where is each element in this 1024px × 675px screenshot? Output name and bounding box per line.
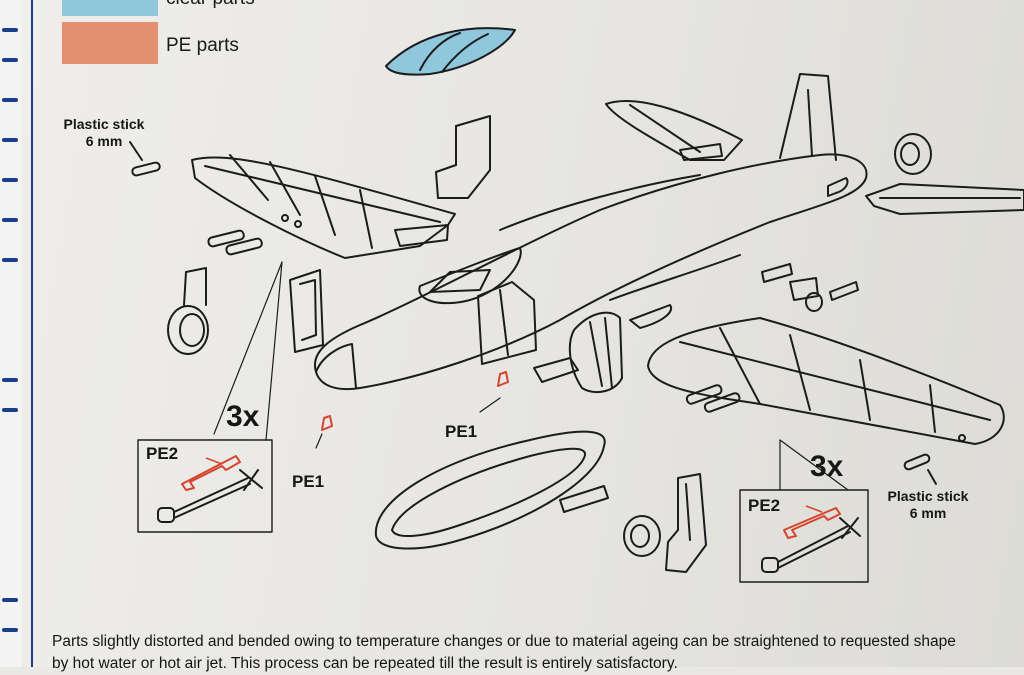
callout-box-right bbox=[739, 489, 869, 583]
legend-swatch-pe bbox=[62, 22, 158, 64]
gun-barrels-left bbox=[207, 229, 263, 256]
pe2-bracket-left bbox=[181, 455, 241, 491]
plastic-stick-left-line1: Plastic stick bbox=[63, 116, 145, 132]
gear-door-left bbox=[289, 269, 324, 353]
left-wing-part bbox=[191, 154, 456, 259]
stabilizer-right-part bbox=[865, 183, 1024, 215]
plastic-stick-left bbox=[129, 141, 161, 177]
landing-gear-right bbox=[665, 473, 707, 573]
plastic-stick-right-line2: 6 mm bbox=[909, 505, 947, 521]
pe-parts bbox=[181, 371, 841, 539]
rocket-right bbox=[761, 517, 861, 573]
callout-box-left bbox=[137, 439, 273, 533]
belly-scoop-part bbox=[374, 430, 606, 550]
count-label-left: 3x bbox=[226, 400, 260, 433]
seat-part bbox=[435, 115, 491, 199]
pe2-label-left: PE2 bbox=[146, 444, 179, 463]
pe2-bracket-right bbox=[783, 507, 841, 539]
plastic-stick-label-left: Plastic stick 6 mm bbox=[58, 116, 150, 150]
plastic-stick-left-line2: 6 mm bbox=[85, 133, 123, 149]
plastic-stick-right bbox=[903, 453, 937, 485]
gear-bracket-center bbox=[789, 277, 823, 312]
cockpit-panel bbox=[477, 281, 537, 365]
legend-label-pe: PE parts bbox=[166, 35, 239, 56]
right-wing-part bbox=[647, 317, 1005, 445]
fuselage-part bbox=[313, 153, 868, 391]
count-label-right: 3x bbox=[810, 450, 844, 483]
footer-line-1: Parts slightly distorted and bended owin… bbox=[52, 633, 956, 650]
small-blocks bbox=[533, 263, 859, 513]
pe2-label-right: PE2 bbox=[748, 496, 781, 515]
plastic-stick-label-right: Plastic stick 6 mm bbox=[880, 488, 976, 522]
leader-lines bbox=[213, 261, 849, 491]
legend-label-clear: clear parts bbox=[166, 0, 255, 10]
canopy-part bbox=[385, 27, 516, 76]
intake-part bbox=[568, 311, 623, 394]
wheel-small-part bbox=[623, 515, 661, 557]
landing-gear-left bbox=[167, 267, 209, 355]
stabilizer-top-part bbox=[605, 100, 743, 161]
margin-rule bbox=[31, 0, 33, 667]
plastic-stick-right-line1: Plastic stick bbox=[887, 488, 969, 504]
tail-wheel-part bbox=[894, 133, 932, 175]
pe1-marker-left bbox=[321, 415, 333, 431]
rocket-left bbox=[157, 469, 263, 523]
pe1-label-left: PE1 bbox=[292, 472, 325, 491]
legend-swatch-clear bbox=[62, 0, 158, 16]
pe1-marker-center bbox=[497, 371, 509, 387]
gun-barrels-right bbox=[685, 384, 741, 413]
edge-glyphs bbox=[2, 28, 18, 632]
page-edge-strip bbox=[0, 0, 22, 667]
pe1-label-center: PE1 bbox=[445, 422, 478, 441]
footer-line-2: by hot water or hot air jet. This proces… bbox=[52, 655, 678, 672]
footer-note: Parts slightly distorted and bended owin… bbox=[52, 631, 1024, 675]
vertical-tail-part bbox=[779, 73, 837, 161]
